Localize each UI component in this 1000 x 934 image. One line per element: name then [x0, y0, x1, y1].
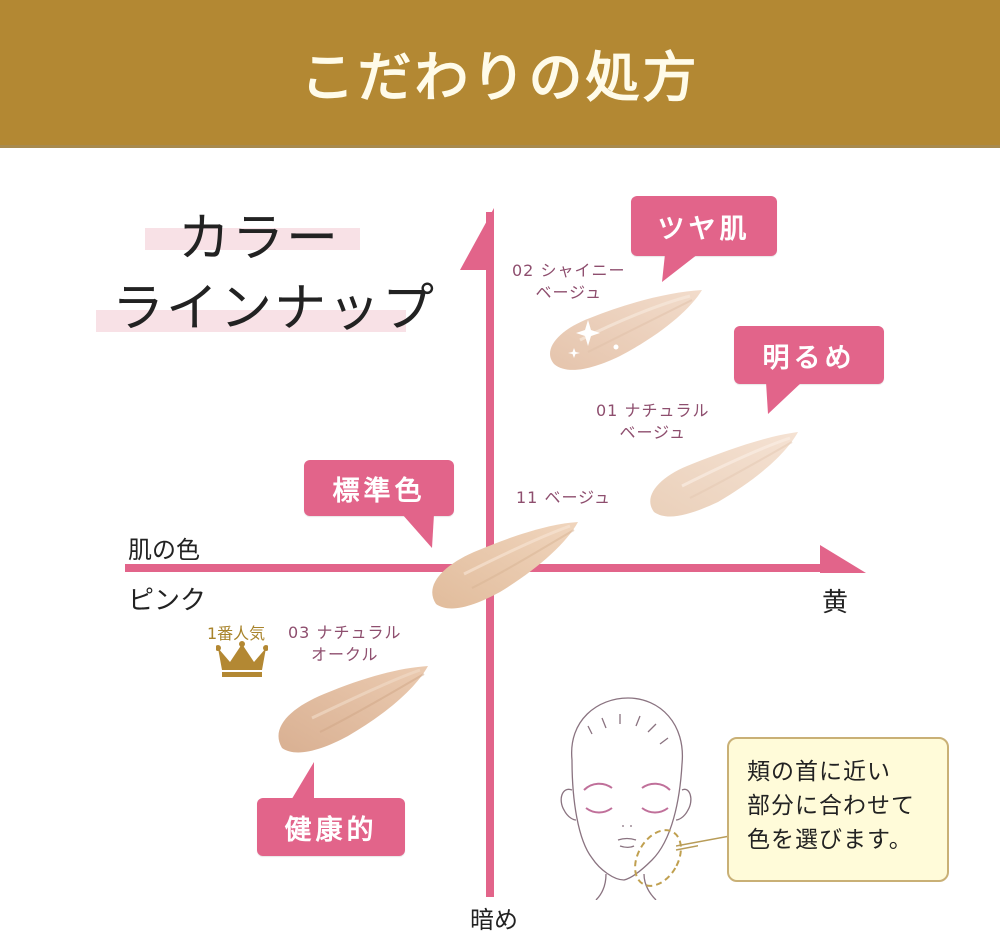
axis-label-skin-color: 肌の色	[128, 536, 200, 564]
lineup-title-line2: ラインナップ	[112, 279, 437, 339]
page-title: こだわりの処方	[300, 46, 700, 109]
bubble-healthy-label: 健康的	[284, 814, 378, 846]
swatch-11-beige	[432, 522, 578, 609]
cheek-highlight-circle	[634, 829, 682, 887]
note-line-1: 頬の首に近い	[747, 759, 891, 785]
axis-label-dark: 暗め	[470, 906, 518, 934]
bubble-bright: 明るめ	[734, 326, 884, 384]
bubble-glossy-label: ツヤ肌	[657, 213, 751, 245]
product-label-03: 03 ナチュラル オークル	[288, 623, 402, 664]
bubble-bright-tail	[766, 382, 802, 414]
crown-icon	[216, 641, 268, 677]
horizontal-axis-arrowhead	[820, 545, 866, 573]
bubble-glossy: ツヤ肌	[631, 196, 777, 256]
note-line-2: 部分に合わせて	[747, 793, 915, 819]
swatch-01-natural-beige	[650, 432, 798, 517]
title-highlight-2	[96, 310, 406, 332]
bubble-standard: 標準色	[304, 460, 454, 516]
bubble-healthy-tail	[290, 762, 314, 802]
bubble-bright-label: 明るめ	[762, 342, 856, 374]
title-highlight-1	[145, 228, 360, 250]
ranking-label: 1番人気	[207, 624, 266, 643]
note-box: 頬の首に近い 部分に合わせて 色を選びます。	[727, 737, 949, 882]
note-line-3: 色を選びます。	[747, 827, 913, 853]
axis-label-yellow: 黄	[822, 588, 849, 618]
bubble-standard-tail	[402, 514, 434, 548]
bubble-glossy-tail	[662, 254, 698, 282]
note-connector-line	[676, 835, 730, 847]
vertical-axis-arrowhead	[460, 208, 494, 270]
product-label-11: 11 ベージュ	[516, 488, 612, 507]
swatch-02-shiny-beige	[550, 290, 702, 370]
bubble-healthy: 健康的	[257, 798, 405, 856]
product-label-01: 01 ナチュラル ベージュ	[596, 401, 710, 442]
product-label-02: 02 シャイニー ベージュ	[512, 261, 626, 302]
axis-label-pink: ピンク	[128, 586, 207, 616]
face-illustration	[560, 697, 698, 900]
swatch-03-natural-ochre	[278, 666, 428, 753]
header-banner: こだわりの処方	[0, 0, 1000, 148]
bubble-standard-label: 標準色	[332, 475, 426, 507]
sparkle-icon	[568, 320, 619, 358]
lineup-title-line1: カラー	[178, 209, 341, 269]
